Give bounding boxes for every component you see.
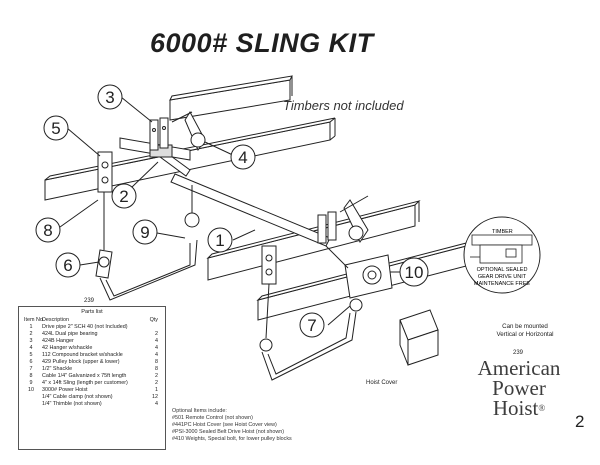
callout-6: 6 [55,252,81,278]
hoist-cover-label: Hoist Cover [366,380,398,386]
sling-right [261,311,357,381]
gear-line-1: OPTIONAL SEALED [477,267,528,273]
gear-line-2: GEAR DRIVE UNIT [478,274,527,280]
callout-10: 10 [399,257,429,287]
col-item-header: Item No. [24,317,45,323]
registered-mark: ® [538,403,546,413]
svg-text:6: 6 [63,256,72,275]
page-title: 6000# SLING KIT [150,28,374,58]
brand-line-3: Hoist [492,396,539,420]
optional-items-heading: Optional Items include: [172,408,227,414]
svg-text:7: 7 [307,316,316,335]
svg-text:3: 3 [105,88,114,107]
svg-text:1: 1 [215,231,224,250]
parts-list-heading: Parts list [81,309,103,315]
callout-4: 4 [230,144,256,170]
optional-items: Optional Items include: #501 Remote Cont… [172,408,292,443]
compound-bracket-left [97,151,113,193]
svg-text:5: 5 [51,119,60,138]
timber-upper-back [169,75,293,121]
hanger-shackle-right [339,195,369,244]
callout-2: 2 [111,183,137,209]
col-qty-header: Qty [149,317,158,323]
american-power-hoist-logo: American Power Hoist® [458,356,580,420]
brand-line-2: Power [492,376,546,400]
sling-left [99,185,200,301]
compound-bracket-right [261,245,277,285]
callout-7: 7 [299,312,325,338]
col-desc-header: Description [42,317,69,323]
callout-3: 3 [97,84,123,110]
pulley-block-right-lower [259,283,363,352]
gear-line-3: MAINTENANCE FREE [474,281,531,287]
page-number: 2 [575,412,585,431]
power-hoist [325,245,393,299]
svg-text:4: 4 [238,148,247,167]
gear-timber-label: TIMBER [492,229,513,235]
mount-note: Can be mounted Vertical or Horizontal [480,323,570,339]
list-item: #PSI-3000 Sealed Belt Drive Hoist (not s… [172,429,285,435]
parts-list-fig-number: 239 [84,298,95,304]
hoist-cover [399,309,439,366]
hanger-shackle-top [171,111,206,152]
mount-note-line-2: Vertical or Horizontal [496,331,554,338]
callout-5: 5 [43,115,69,141]
hanger-right-upper [317,211,337,244]
mount-note-line-1: Can be mounted [502,323,548,330]
callout-1: 1 [207,227,233,253]
svg-text:9: 9 [140,223,149,242]
table-row: 1/4" Thimble (not shown)4 [42,401,158,407]
timbers-note: Timbers not included [283,98,404,113]
brand-line-1: American [477,356,561,380]
list-item: #410 Weights, Special bolt, for lower pu… [172,436,292,442]
timber-upper-left [44,117,336,201]
brand-fig-number: 239 [513,350,524,356]
list-item: #501 Remote Control (not shown) [172,415,253,421]
hanger-top [149,117,169,151]
callout-8: 8 [35,217,61,243]
gear-drive-detail: TIMBER OPTIONAL SEALED GEAR DRIVE UNIT M… [463,216,541,294]
svg-text:2: 2 [119,187,128,206]
svg-text:8: 8 [43,221,52,240]
parts-list-header-row: Item No. Description Qty [22,317,162,324]
pulley-block-left [95,192,113,279]
list-item: #441PC Hoist Cover (see Hoist Cover view… [172,422,277,428]
table-row: 1/4" Cable clamp (not shown)12 [42,394,158,400]
svg-text:10: 10 [405,263,424,282]
callout-9: 9 [132,219,158,245]
